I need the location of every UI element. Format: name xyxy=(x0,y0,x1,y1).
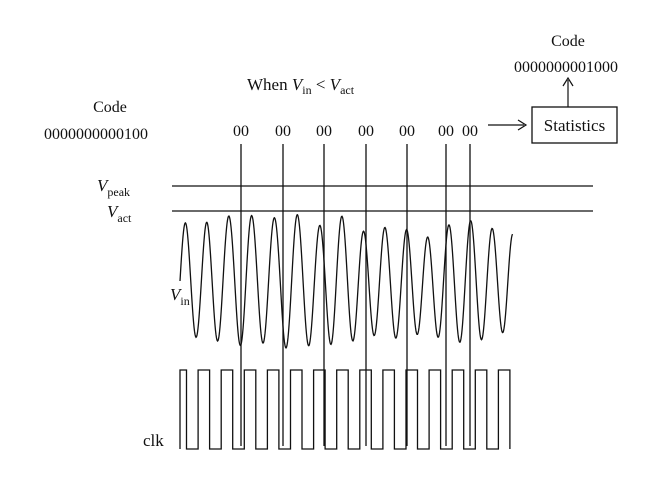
vin-label: Vin xyxy=(170,285,190,308)
sample-bit-label: 00 xyxy=(275,123,291,140)
right-code-title: Code xyxy=(551,33,585,50)
sample-bit-label: 00 xyxy=(462,123,478,140)
vpeak-label: Vpeak xyxy=(97,176,130,199)
sample-bit-label: 00 xyxy=(358,123,374,140)
arrow-to-code-head xyxy=(562,76,574,87)
arrow-to-statistics-head xyxy=(517,119,528,131)
vact-label: Vact xyxy=(107,202,132,225)
statistics-label: Statistics xyxy=(544,116,605,135)
condition-label: When Vin < Vact xyxy=(247,75,355,97)
clk-label: clk xyxy=(143,431,164,450)
sample-bit-label: 00 xyxy=(399,123,415,140)
right-code-value: 0000000001000 xyxy=(514,59,618,76)
sample-bits: 00 00 00 00 00 00 00 xyxy=(233,123,478,140)
sample-bit-label: 00 xyxy=(316,123,332,140)
sample-bit-label: 00 xyxy=(233,123,249,140)
sample-bit-label: 00 xyxy=(438,123,454,140)
clk-waveform xyxy=(179,369,511,450)
left-code-value: 0000000000100 xyxy=(44,126,148,143)
left-code-title: Code xyxy=(93,99,127,116)
statistics-box xyxy=(531,106,618,144)
sampling-lines xyxy=(240,144,471,446)
vin-waveform xyxy=(179,214,514,349)
